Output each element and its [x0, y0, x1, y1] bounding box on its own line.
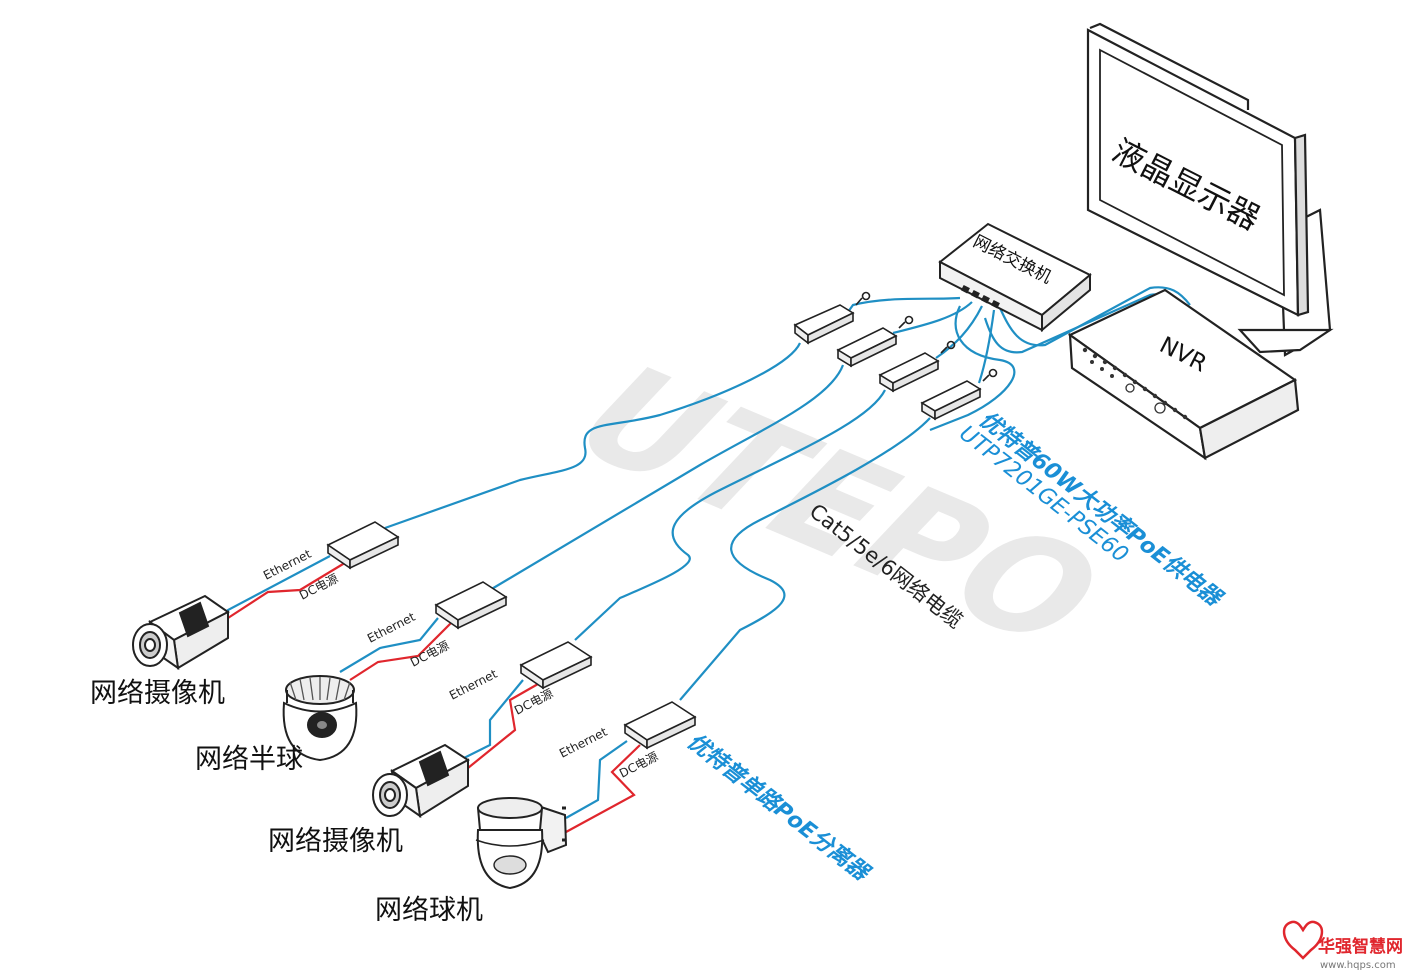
camera-1-label: 网络摄像机	[90, 678, 225, 709]
monitor-icon	[1086, 22, 1334, 357]
splitter-3-eth	[459, 679, 524, 761]
cable-3	[574, 389, 886, 641]
switch-link-4	[977, 309, 996, 384]
splitter-4-eth	[565, 740, 628, 819]
splitter-3-dc-label: DC电源	[512, 686, 555, 717]
poe-injector-4	[920, 368, 998, 421]
switch-icon	[938, 222, 1092, 333]
poe-splitter-3	[519, 641, 593, 690]
box-camera-icon	[132, 594, 230, 671]
switch-nvr-link	[998, 286, 1191, 347]
box-camera-icon	[372, 743, 470, 819]
poe-splitter-2	[434, 581, 508, 630]
splitter-3-dc	[467, 683, 539, 769]
poe-injector-2	[836, 315, 914, 368]
splitter-1-dc-label: DC电源	[297, 571, 340, 602]
cable-4	[679, 417, 931, 701]
speed-dome-icon	[475, 797, 568, 890]
nvr-front-panel	[1082, 347, 1188, 420]
poe-injector-1	[793, 291, 871, 345]
cable-2	[489, 364, 845, 591]
camera-3-label: 网络摄像机	[268, 826, 403, 857]
camera-4-label: 网络球机	[375, 895, 483, 926]
splitter-4-ethernet-label: Ethernet	[557, 725, 610, 761]
poe-injector-3	[878, 340, 956, 393]
splitter-2-eth	[339, 617, 439, 673]
splitter-3-ethernet-label: Ethernet	[447, 667, 500, 703]
splitter-4-dc	[565, 744, 641, 833]
poe-splitter-brand: 优特普单路PoE分离器	[682, 728, 876, 887]
splitter-2-dc	[349, 621, 453, 681]
poe-splitter-1	[326, 521, 400, 570]
heart-icon	[1282, 920, 1324, 960]
logo-name: 华强智慧网	[1318, 936, 1403, 957]
switch-link-2	[892, 301, 973, 335]
splitter-2-ethernet-label: Ethernet	[365, 610, 418, 646]
splitter-4-dc-label: DC电源	[617, 749, 660, 780]
camera-2-label: 网络半球	[195, 744, 303, 775]
switch-link-3	[935, 305, 983, 359]
dome-camera-icon	[282, 675, 358, 762]
logo-url: www.hqps.com	[1320, 960, 1396, 971]
splitter-1-dc	[227, 560, 349, 619]
splitter-1-ethernet-label: Ethernet	[261, 547, 314, 583]
poe-splitter-4	[623, 701, 697, 750]
switch-ports	[960, 284, 1000, 309]
cables	[219, 286, 1191, 833]
cable-1	[384, 342, 802, 530]
hqps-logo: 华强智慧网 www.hqps.com	[1282, 920, 1403, 971]
switch-link-5	[929, 305, 1016, 432]
